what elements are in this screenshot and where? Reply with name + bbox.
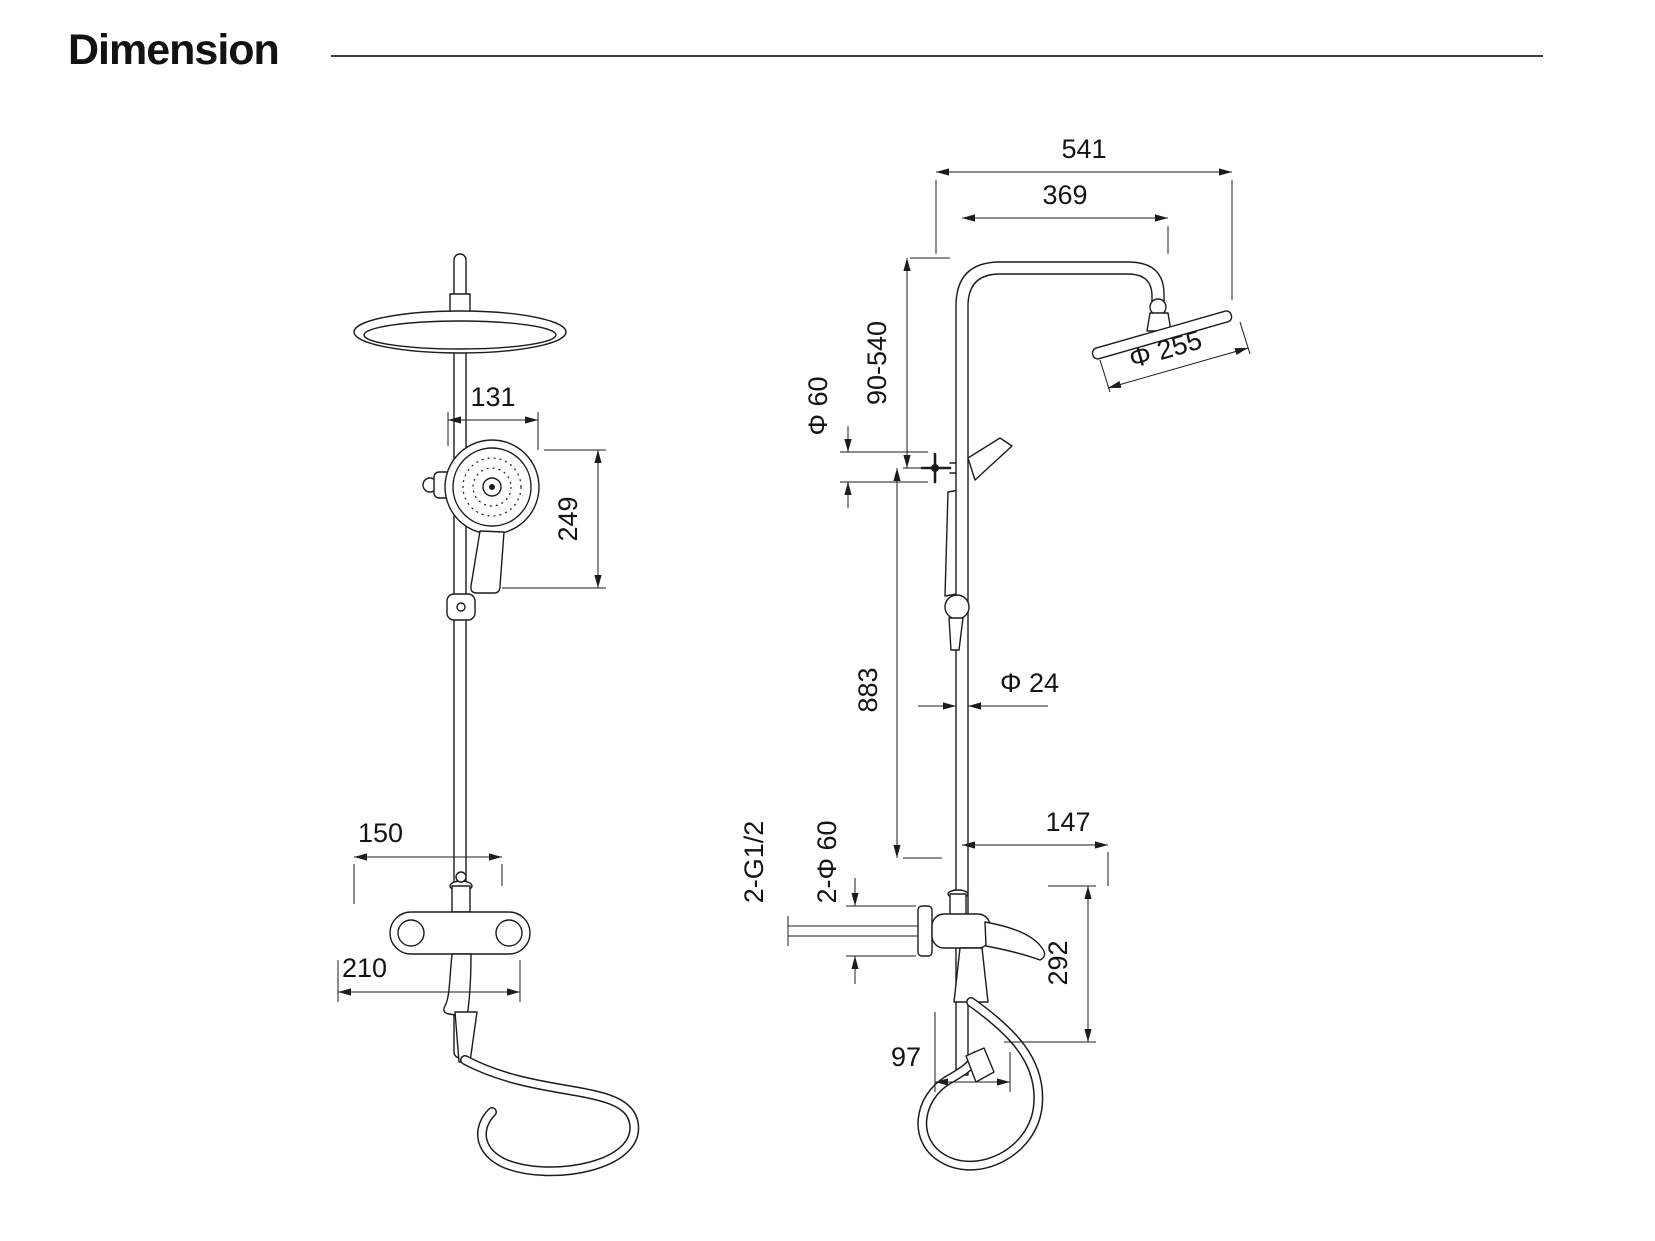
dim-head-height-range: 90-540	[862, 257, 950, 469]
mixer-lever-profile	[984, 921, 1046, 961]
page-title: Dimension	[68, 26, 280, 74]
side-view: 541 369 90-540	[739, 134, 1251, 1171]
dim-top-escutcheon-dia-label: Φ 60	[803, 376, 833, 435]
page-header: Dimension	[68, 26, 1543, 75]
dim-arm-reach-label: 369	[1042, 180, 1087, 210]
hose-loop-profile	[917, 997, 1044, 1171]
dim-pipe-diameter-label: Φ 24	[1000, 668, 1059, 698]
dim-wall-offset: 97	[891, 1012, 1011, 1092]
wall-escutcheon	[917, 905, 933, 957]
dim-inlet-escutcheon-dia: 2-Φ 60	[812, 820, 916, 984]
dim-hand-shower-length: 249	[502, 449, 606, 589]
dim-diverter-span: 150	[353, 818, 503, 904]
side-view-fixture	[787, 261, 1233, 1171]
hand-shower	[444, 439, 540, 594]
dim-hand-shower-offset-label: 131	[470, 382, 515, 412]
rain-shower-head	[353, 310, 567, 354]
dim-riser-height-label: 883	[853, 667, 883, 712]
hose-outlet-profile	[953, 947, 989, 1003]
front-view-dimensions: 131 249 150	[337, 382, 606, 1002]
dim-riser-height: 883	[853, 468, 942, 859]
dim-diverter-span-label: 150	[358, 818, 403, 848]
wall-supply-lines	[787, 916, 920, 946]
hand-shower-hose	[460, 1055, 640, 1177]
dim-hand-shower-length-label: 249	[553, 496, 583, 541]
dim-arm-reach: 369	[962, 180, 1169, 254]
dim-head-diameter: Φ 255	[1099, 321, 1251, 393]
diverter-lever	[967, 437, 1013, 481]
hose-outlet	[454, 1011, 478, 1063]
dim-head-height-range-label: 90-540	[862, 321, 892, 405]
dim-inlet-thread: 2-G1/2	[739, 821, 769, 904]
header-rule	[330, 54, 1543, 57]
dim-outlet-drop-label: 292	[1043, 940, 1073, 985]
dim-top-escutcheon-dia: Φ 60	[803, 376, 928, 508]
dim-hand-shower-offset: 131	[447, 382, 539, 450]
mixer-profile	[917, 889, 1046, 1003]
side-view-dimensions: 541 369 90-540	[739, 134, 1251, 1092]
dim-pipe-diameter: Φ 24	[918, 668, 1059, 710]
dim-outlet-drop: 292	[1004, 885, 1096, 1043]
dim-body-depth: 147	[962, 807, 1109, 886]
slider-bracket	[446, 593, 476, 621]
dim-mixer-width-label: 210	[342, 953, 387, 983]
dim-wall-offset-label: 97	[891, 1042, 921, 1072]
mixer-valve	[389, 871, 531, 1063]
dim-inlet-escutcheon-dia-label: 2-Φ 60	[812, 820, 842, 903]
diverter-knob	[920, 452, 957, 484]
dim-body-depth-label: 147	[1045, 807, 1090, 837]
mixer-lever	[443, 953, 472, 1017]
slider-holder-profile	[944, 594, 970, 651]
dim-mixer-width: 210	[337, 953, 521, 1002]
hand-shower-grip	[965, 1047, 995, 1083]
dim-inlet-thread-label: 2-G1/2	[739, 821, 769, 904]
dim-overall-reach-label: 541	[1061, 134, 1106, 164]
dim-overall-reach: 541	[935, 134, 1233, 300]
front-view: 131 249 150	[337, 253, 640, 1177]
head-connector	[449, 293, 471, 313]
